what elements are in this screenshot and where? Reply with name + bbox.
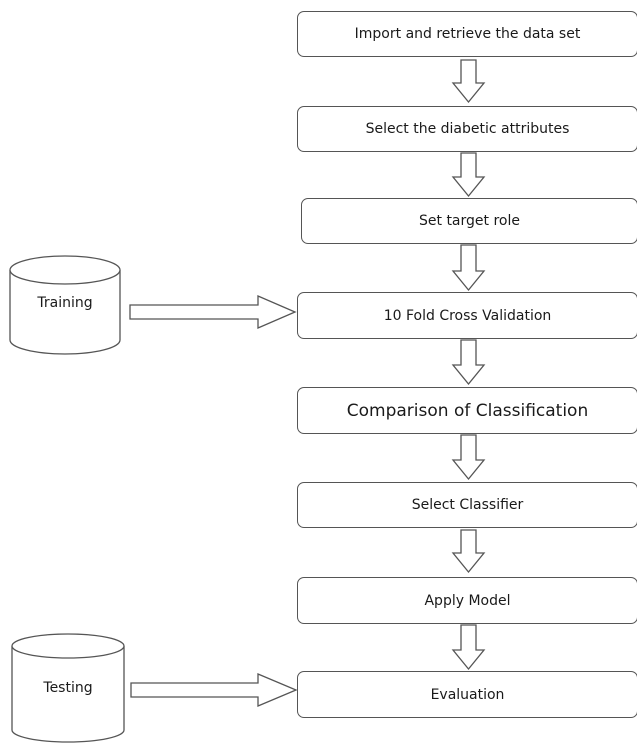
- down-arrow-6: [451, 529, 486, 574]
- step-evaluation: Evaluation: [297, 671, 637, 718]
- step-select-classifier: Select Classifier: [297, 482, 637, 528]
- step-select-attributes: Select the diabetic attributes: [297, 106, 637, 152]
- training-cylinder: [9, 255, 121, 355]
- training-label: Training: [37, 295, 93, 311]
- step-set-target-role: Set target role: [301, 198, 637, 244]
- training-right-arrow: [129, 295, 297, 329]
- down-arrow-7: [451, 624, 486, 671]
- step-comparison-classification: Comparison of Classification: [297, 387, 637, 434]
- step-cross-validation: 10 Fold Cross Validation: [297, 292, 637, 339]
- down-arrow-5: [451, 434, 486, 481]
- testing-right-arrow: [130, 673, 298, 707]
- testing-cylinder: [11, 633, 125, 743]
- down-arrow-4: [451, 339, 486, 386]
- down-arrow-2: [451, 152, 486, 198]
- down-arrow-1: [451, 59, 486, 104]
- step-import-data: Import and retrieve the data set: [297, 11, 637, 57]
- step-apply-model: Apply Model: [297, 577, 637, 624]
- down-arrow-3: [451, 244, 486, 292]
- testing-label: Testing: [43, 680, 93, 696]
